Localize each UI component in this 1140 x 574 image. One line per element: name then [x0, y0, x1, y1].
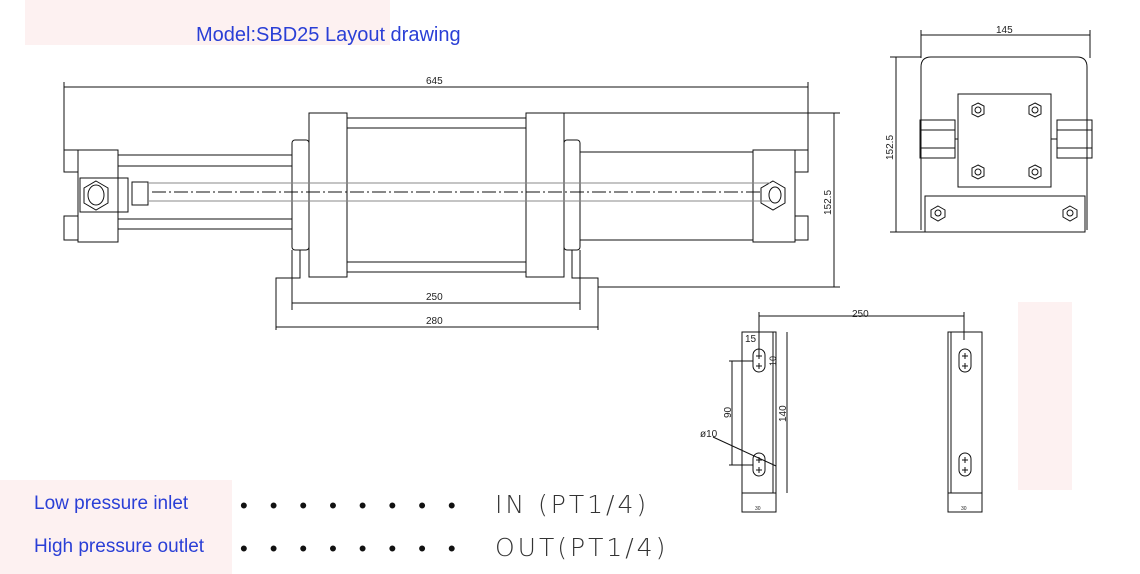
- bolt-icon: [1028, 164, 1042, 180]
- dim-hole-pitch: 90: [723, 406, 734, 418]
- background-highlight: [25, 0, 390, 45]
- dim-slot-width: 10: [768, 356, 778, 366]
- dim-foot-span: 250: [426, 292, 443, 303]
- bolt-icon: [971, 102, 985, 118]
- bolt-icon: [63, 149, 79, 173]
- bolt-icon: [1028, 102, 1042, 118]
- side-view: 645: [63, 76, 840, 330]
- legend-label-inlet: Low pressure inlet: [34, 493, 189, 514]
- right-end-cap: [752, 149, 796, 243]
- base-bracket: [924, 195, 1086, 233]
- dim-bracket-width-left: 30: [755, 506, 761, 512]
- inlet-port-block: [79, 177, 129, 213]
- flange-right: [525, 112, 565, 278]
- flange-left: [308, 112, 348, 278]
- slot-hole: [958, 348, 972, 373]
- dim-foot-width: 280: [426, 316, 443, 327]
- bolt-icon: [794, 215, 809, 241]
- dim-bracket-width-right: 30: [961, 506, 967, 512]
- dim-bracket-length: 140: [778, 405, 789, 422]
- legend-label-outlet: High pressure outlet: [34, 536, 205, 557]
- side-fitting-left: [919, 119, 956, 159]
- foot-right: [571, 250, 599, 330]
- legend-port-outlet: OUT(PT1/4): [495, 533, 669, 562]
- left-end-cap: [77, 149, 119, 243]
- flange-lip: [291, 139, 310, 251]
- background-highlight: [1018, 302, 1072, 490]
- hex-nut-icon: [760, 180, 786, 211]
- legend-leader-dots: ••••••••: [240, 493, 478, 518]
- fitting: [131, 181, 149, 206]
- legend-port-inlet: IN (PT1/4): [495, 490, 650, 519]
- dim-hole-dia: ø10: [700, 429, 718, 440]
- flange-lip: [563, 139, 581, 251]
- bracket-view: 250 30 15 10 90 140 ø10 30: [700, 309, 983, 513]
- foot-left: [275, 250, 301, 330]
- end-view: 145 152.5: [885, 25, 1093, 233]
- dim-bracket-span: 250: [852, 309, 869, 320]
- dim-end-height: 152.5: [885, 135, 896, 160]
- drawing-title: Model:SBD25 Layout drawing: [196, 24, 461, 46]
- dim-height: 152.5: [823, 190, 834, 215]
- bolt-icon: [1062, 205, 1078, 222]
- bolt-icon: [930, 205, 946, 222]
- background-highlight: [0, 480, 232, 574]
- dim-width: 145: [996, 25, 1013, 36]
- slot-hole: [958, 452, 972, 477]
- bolt-icon: [794, 149, 809, 173]
- dim-overall-length: 645: [426, 76, 443, 87]
- center-plate: [957, 93, 1052, 188]
- hex-nut-icon: [83, 180, 109, 211]
- dim-edge-offset: 15: [745, 334, 757, 345]
- end-body: [920, 56, 1088, 230]
- legend-leader-dots: ••••••••: [240, 536, 478, 561]
- bolt-icon: [971, 164, 985, 180]
- bolt-icon: [63, 215, 79, 241]
